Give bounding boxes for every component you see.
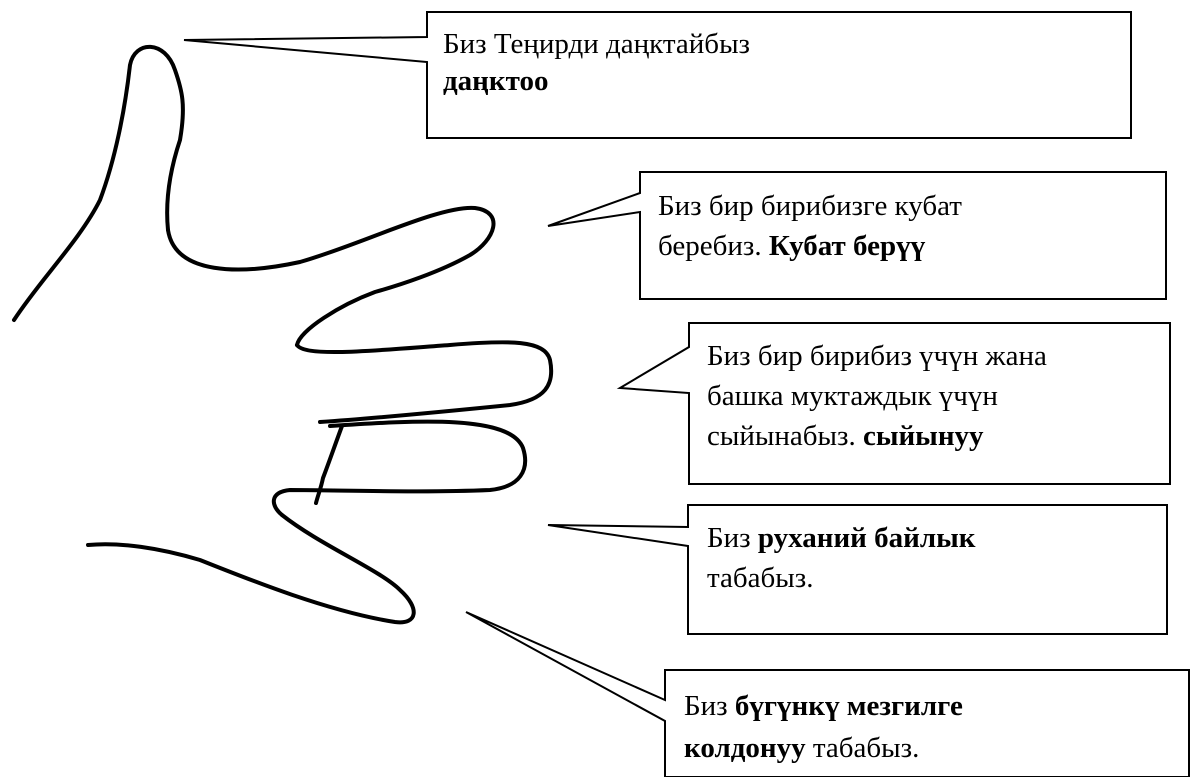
text-segment-bold: бүгүнкү мезгилге xyxy=(734,690,963,722)
hand-outline-middle xyxy=(295,340,554,424)
callout-box-pray xyxy=(616,322,1171,485)
callout-text-application: Биз бүгүнкү мезгилге колдонуу табабыз. xyxy=(684,688,963,772)
text-segment: Биз бир бирибизге кубат xyxy=(658,190,962,222)
callout-box-spiritual-wealth xyxy=(547,504,1168,635)
callout-box-encourage xyxy=(547,171,1167,300)
text-segment-bold: Кубат берүү xyxy=(768,230,926,262)
callout-line: Биз бир бирибизге кубат xyxy=(658,188,962,228)
text-segment-bold: даңктоо xyxy=(443,65,549,97)
hand-outline-thumb xyxy=(12,44,185,322)
hand-outline-ring xyxy=(271,419,528,517)
callout-line: Биз Теңирди даңктайбыз xyxy=(443,26,750,63)
callout-box-praise xyxy=(183,11,1132,139)
callout-line: башка муктаждык үчүн xyxy=(707,378,1047,418)
text-segment-bold: колдонуу xyxy=(684,732,806,764)
text-segment: Биз бир бирибиз үчүн жана xyxy=(707,340,1047,372)
callout-line: сыйынабыз. сыйынуу xyxy=(707,418,1047,458)
callout-text-praise: Биз Теңирди даңктайбыз даңктоо xyxy=(443,26,750,100)
callout-line: Биз бүгүнкү мезгилге xyxy=(684,688,963,730)
text-segment-bold: руханий байлык xyxy=(757,522,976,554)
hand-outline-pinky xyxy=(86,513,416,625)
text-segment: табабыз. xyxy=(805,732,920,764)
text-segment: беребиз. xyxy=(658,230,769,262)
text-segment-bold: сыйынуу xyxy=(862,420,984,452)
callout-text-pray: Биз бир бирибиз үчүн жана башка муктажды… xyxy=(707,338,1047,458)
callout-line: даңктоо xyxy=(443,63,750,100)
callout-line: табабыз. xyxy=(707,560,975,600)
callout-line: Биз руханий байлык xyxy=(707,520,975,560)
text-segment: сыйынабыз. xyxy=(707,420,863,452)
callout-line: беребиз. Кубат берүү xyxy=(658,228,962,268)
text-segment: табабыз. xyxy=(707,562,814,594)
callout-text-encourage: Биз бир бирибизге кубат беребиз. Кубат б… xyxy=(658,188,962,268)
text-segment: Биз xyxy=(707,522,758,554)
text-segment: башка муктаждык үчүн xyxy=(707,380,998,412)
hand-outline-index xyxy=(166,205,496,347)
callout-line: колдонуу табабыз. xyxy=(684,730,963,772)
callout-line: Биз бир бирибиз үчүн жана xyxy=(707,338,1047,378)
callout-box-application xyxy=(465,611,1190,777)
callout-text-spiritual-wealth: Биз руханий байлык табабыз. xyxy=(707,520,975,600)
text-segment: Биз xyxy=(684,690,735,722)
hand-inner-line xyxy=(314,424,344,505)
text-segment: Биз Теңирди даңктайбыз xyxy=(443,28,751,60)
